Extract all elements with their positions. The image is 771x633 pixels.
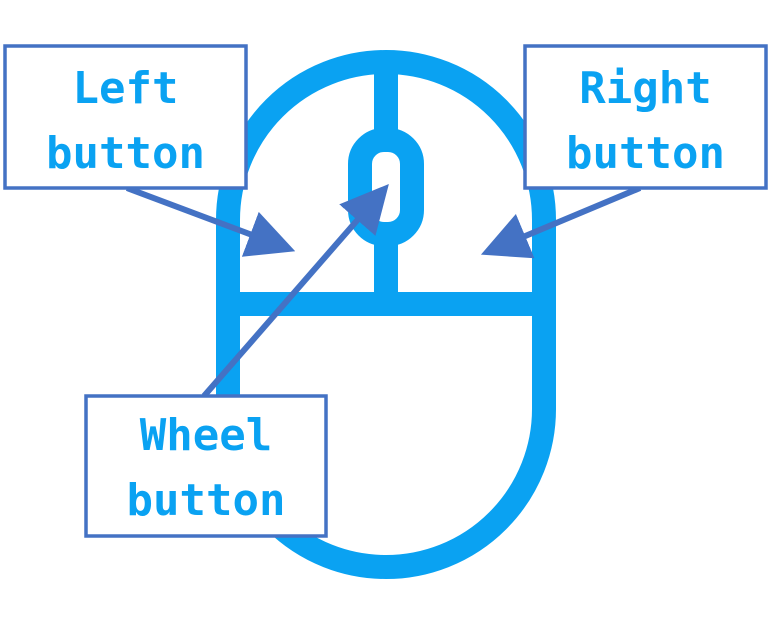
arrows xyxy=(125,183,642,398)
mouse-scroll-wheel xyxy=(348,128,424,246)
left-button-label: Left button xyxy=(3,44,248,190)
wheel-button-label-line2: button xyxy=(127,475,286,526)
right-button-arrow xyxy=(480,185,642,259)
wheel-button-label: Wheel button xyxy=(84,394,328,538)
right-button-label-line2: button xyxy=(566,128,725,179)
left-button-label-line1: Left xyxy=(73,63,179,114)
wheel-button-arrow xyxy=(201,183,389,398)
left-button-label-box xyxy=(3,44,248,190)
right-button-label: Right button xyxy=(523,44,768,190)
right-button-label-line1: Right xyxy=(579,63,711,114)
wheel-button-label-line1: Wheel xyxy=(140,410,272,461)
left-button-arrow xyxy=(125,185,296,257)
wheel-button-label-box xyxy=(84,394,328,538)
left-button-label-line2: button xyxy=(46,128,205,179)
right-button-label-box xyxy=(523,44,768,190)
